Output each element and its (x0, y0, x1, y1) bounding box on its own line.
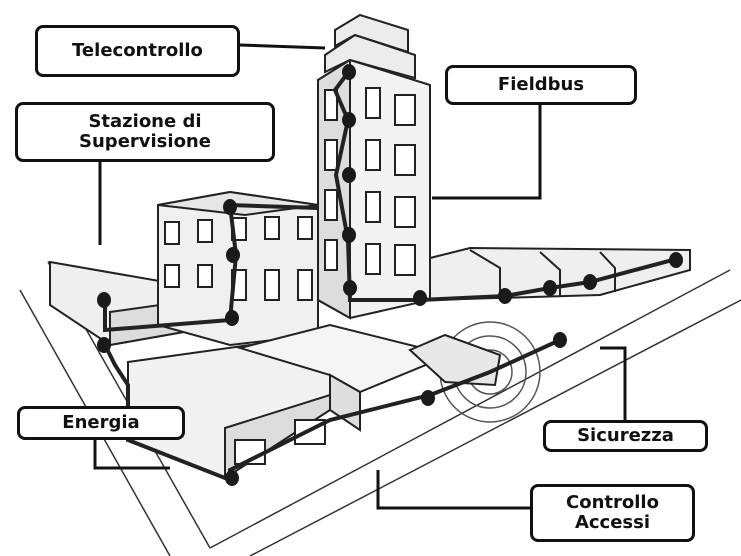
label-fieldbus: Fieldbus (445, 65, 637, 105)
tower-building (317, 13, 431, 320)
right-wing-buildings (429, 246, 691, 302)
leader-lines (93, 43, 627, 510)
label-sicurezza: Sicurezza (543, 420, 708, 452)
label-controllo-accessi: Controllo Accessi (530, 484, 695, 542)
label-telecontrollo: Telecontrollo (35, 25, 240, 77)
label-stazione-di-supervisione: Stazione di Supervisione (15, 102, 275, 162)
cable-nodes (97, 64, 683, 486)
label-energia: Energia (17, 406, 185, 440)
